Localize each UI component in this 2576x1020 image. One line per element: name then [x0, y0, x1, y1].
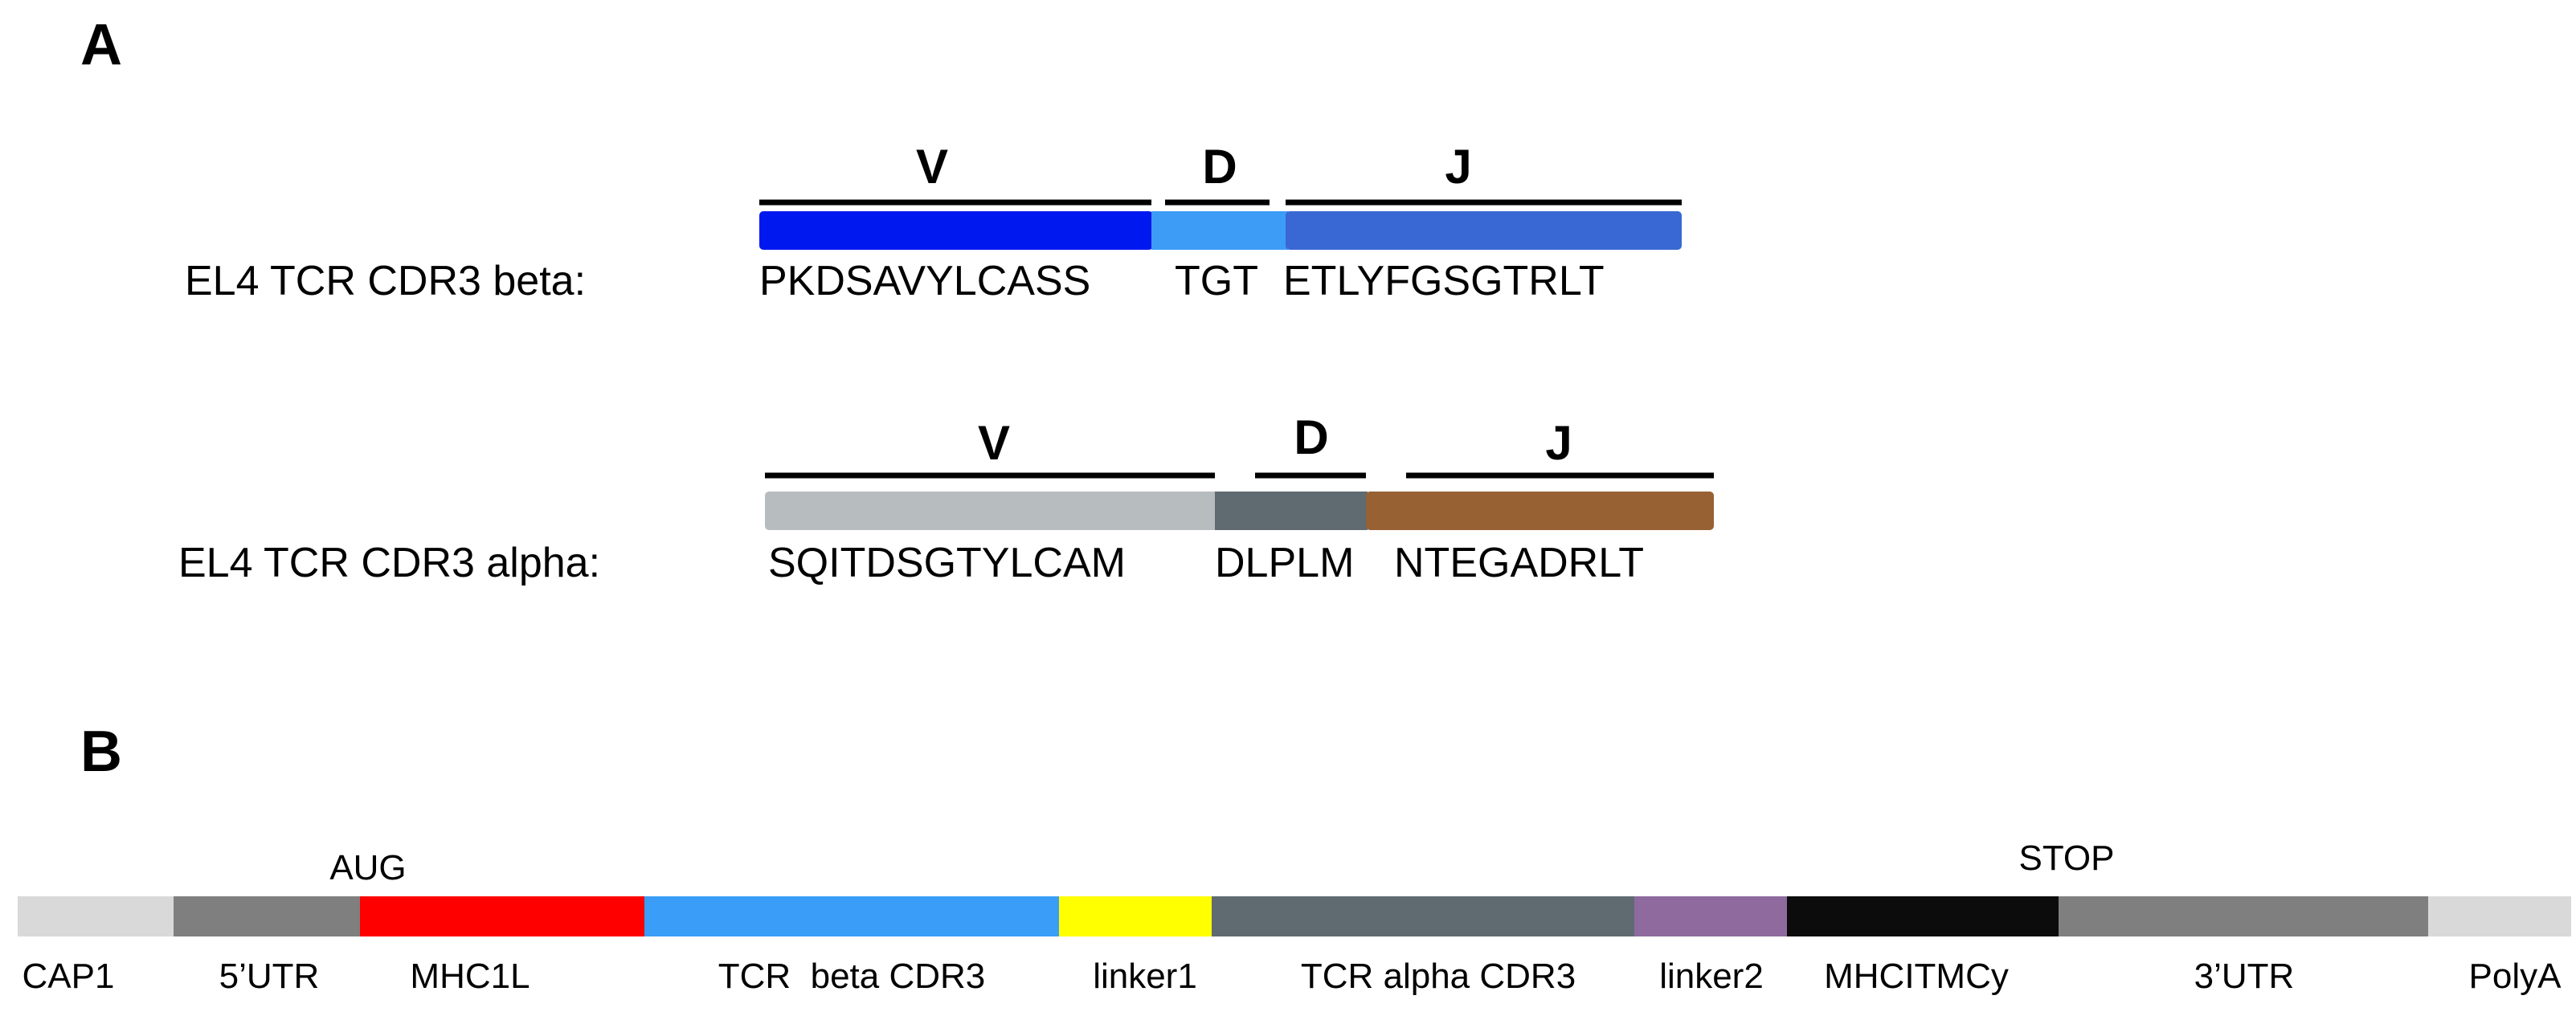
alpha-v-seq: SQITDSGTYLCAM: [768, 540, 1126, 586]
alpha-j-bar: [1366, 492, 1714, 530]
beta-row-label: EL4 TCR CDR3 beta:: [185, 258, 586, 304]
module-bar-polya: [2428, 896, 2571, 936]
panel-a-label: A: [80, 13, 122, 77]
module-label-5utr: 5’UTR: [219, 957, 320, 996]
alpha-d-letter: D: [1294, 410, 1328, 464]
module-label-mhc1l: MHC1L: [410, 957, 530, 996]
module-label-tcr-beta: TCR beta CDR3: [718, 957, 986, 996]
alpha-row-label: EL4 TCR CDR3 alpha:: [178, 540, 600, 586]
module-bar-3utr: [2059, 896, 2430, 936]
beta-v-seq: PKDSAVYLCASS: [759, 258, 1090, 304]
stop-codon-marker: STOP: [2018, 838, 2114, 878]
module-label-3utr: 3’UTR: [2194, 957, 2295, 996]
construct-labels: CAP1 5’UTR MHC1L TCR beta CDR3 linker1 T…: [22, 957, 2562, 996]
beta-j-seq: ETLYFGSGTRLT: [1283, 258, 1605, 304]
alpha-j-letter: J: [1545, 416, 1572, 470]
alpha-d-seq: DLPLM: [1215, 540, 1354, 586]
beta-d-letter: D: [1202, 140, 1237, 194]
module-bar-linker2: [1634, 896, 1789, 936]
panel-b-label: B: [80, 720, 122, 784]
beta-d-seq: TGT: [1175, 258, 1258, 304]
module-bar-5utr: [174, 896, 363, 936]
alpha-d-bar: [1215, 492, 1368, 530]
alpha-j-seq: NTEGADRLT: [1394, 540, 1644, 586]
beta-d-bar: [1151, 211, 1288, 250]
alpha-chain-group: EL4 TCR CDR3 alpha: V D J SQITDSGTYLCAM …: [178, 410, 1714, 586]
beta-chain-group: EL4 TCR CDR3 beta: V D J PKDSAVYLCASS TG…: [185, 140, 1682, 304]
beta-j-bar: [1286, 211, 1682, 250]
beta-v-letter: V: [916, 140, 948, 194]
module-label-tcr-alpha: TCR alpha CDR3: [1301, 957, 1576, 996]
module-label-linker1: linker1: [1093, 957, 1197, 996]
module-bar-tcr-beta: [644, 896, 1061, 936]
module-label-mhcitmcy: MHCITMCy: [1824, 957, 2009, 996]
module-label-cap1: CAP1: [22, 957, 115, 996]
construct-map: [18, 896, 2571, 936]
module-bar-mhc1l: [360, 896, 646, 936]
module-bar-linker1: [1059, 896, 1213, 936]
beta-v-bar: [759, 211, 1153, 250]
start-codon-marker: AUG: [329, 848, 406, 887]
module-bar-mhcitmcy: [1787, 896, 2060, 936]
beta-j-letter: J: [1445, 140, 1471, 194]
alpha-v-bar: [765, 492, 1219, 530]
alpha-v-letter: V: [978, 416, 1010, 470]
module-label-linker2: linker2: [1659, 957, 1764, 996]
module-bar-tcr-alpha: [1212, 896, 1636, 936]
module-bar-cap1: [18, 896, 175, 936]
module-label-polya: PolyA: [2469, 957, 2562, 996]
